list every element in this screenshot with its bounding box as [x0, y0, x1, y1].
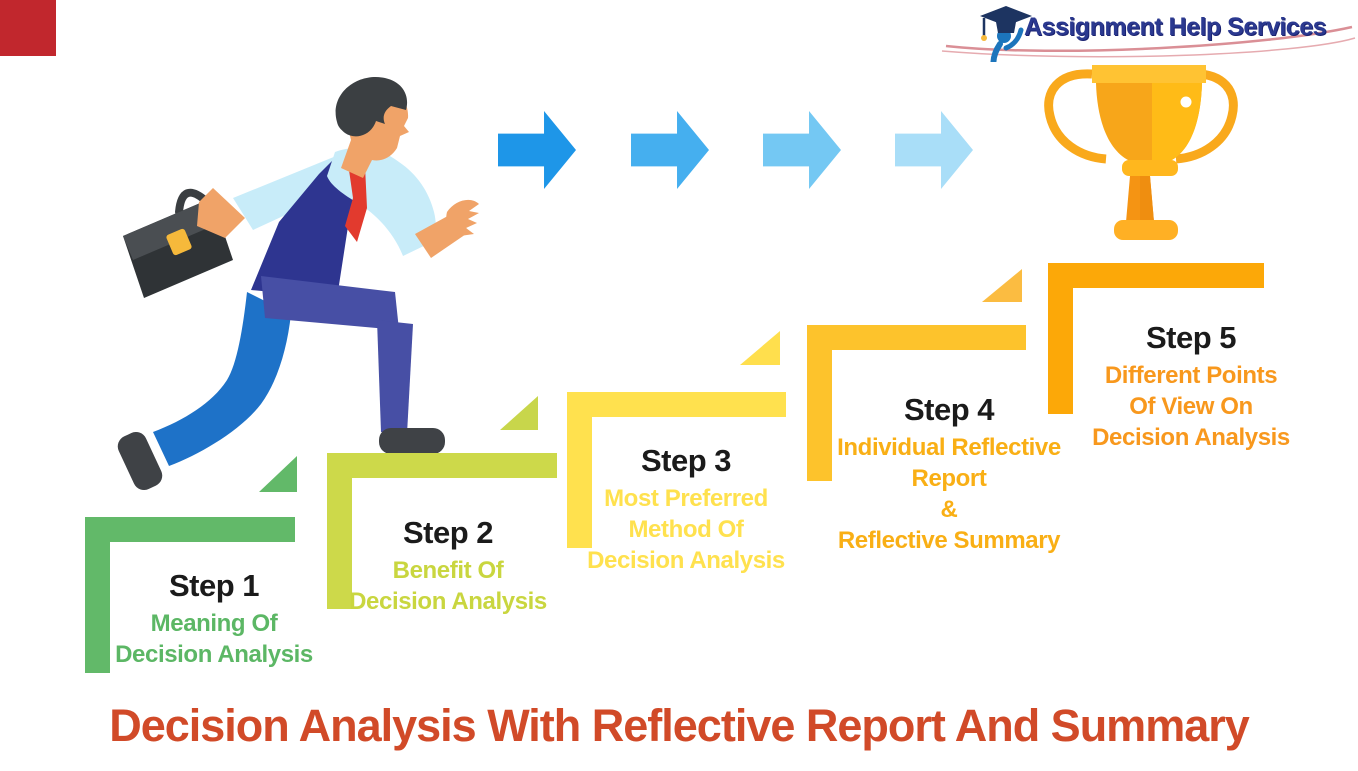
- right-arrow-icon: [895, 111, 973, 189]
- step-3-riser: [567, 392, 592, 548]
- step-4-text: Step 4 Individual Reflective Report & Re…: [818, 390, 1080, 556]
- step-2-tread: [327, 453, 557, 478]
- corner-marker: [0, 0, 56, 56]
- step-4-riser: [807, 325, 832, 481]
- front-hand: [446, 199, 479, 237]
- step-5-text: Step 5 Different Points Of View On Decis…: [1060, 318, 1322, 453]
- step-4-label: Step 4: [903, 392, 995, 427]
- step-2-riser: [327, 453, 352, 609]
- step-5-label: Step 5: [1145, 320, 1237, 355]
- step-1-tread: [85, 517, 295, 542]
- tie: [345, 166, 367, 242]
- logo-swoosh-2: [941, 37, 1356, 58]
- page-title: Decision Analysis With Reflective Report…: [109, 700, 1250, 751]
- brand-logo: Assignment Help Services: [938, 0, 1358, 62]
- step-5-corner-triangle: [982, 269, 1022, 302]
- step-2-label: Step 2: [402, 515, 494, 550]
- right-arrow-icon: [631, 111, 709, 189]
- right-arrow-icon: [763, 111, 841, 189]
- back-leg: [153, 292, 291, 466]
- step-3-tread: [567, 392, 786, 417]
- step-3-text: Step 3 Most Preferred Method Of Decision…: [556, 441, 816, 576]
- hair: [335, 77, 408, 137]
- front-leg: [261, 276, 413, 434]
- right-arrow-icon: [498, 111, 576, 189]
- front-shoe: [379, 428, 445, 454]
- logo-graphics: [941, 6, 1356, 62]
- step-1-label: Step 1: [168, 568, 260, 603]
- step-4-tread: [807, 325, 1026, 350]
- back-hand: [197, 188, 245, 238]
- running-businessman-illustration: [117, 77, 479, 491]
- step-3-corner-triangle: [500, 396, 538, 430]
- graduate-mascot-icon: [980, 6, 1032, 62]
- step-3-label: Step 3: [640, 443, 732, 478]
- brand-name: Assignment Help Services: [1024, 13, 1327, 41]
- step-1-text: Step 1 Meaning Of Decision Analysis: [84, 566, 344, 670]
- step-1-riser: [85, 517, 110, 673]
- trophy-icon: [1044, 65, 1238, 240]
- vest: [251, 154, 365, 298]
- back-shoe: [117, 431, 163, 491]
- step-4-corner-triangle: [740, 331, 780, 365]
- step-2-text: Step 2 Benefit Of Decision Analysis: [318, 513, 578, 617]
- step-5-tread: [1048, 263, 1264, 288]
- step-5-riser: [1048, 263, 1073, 414]
